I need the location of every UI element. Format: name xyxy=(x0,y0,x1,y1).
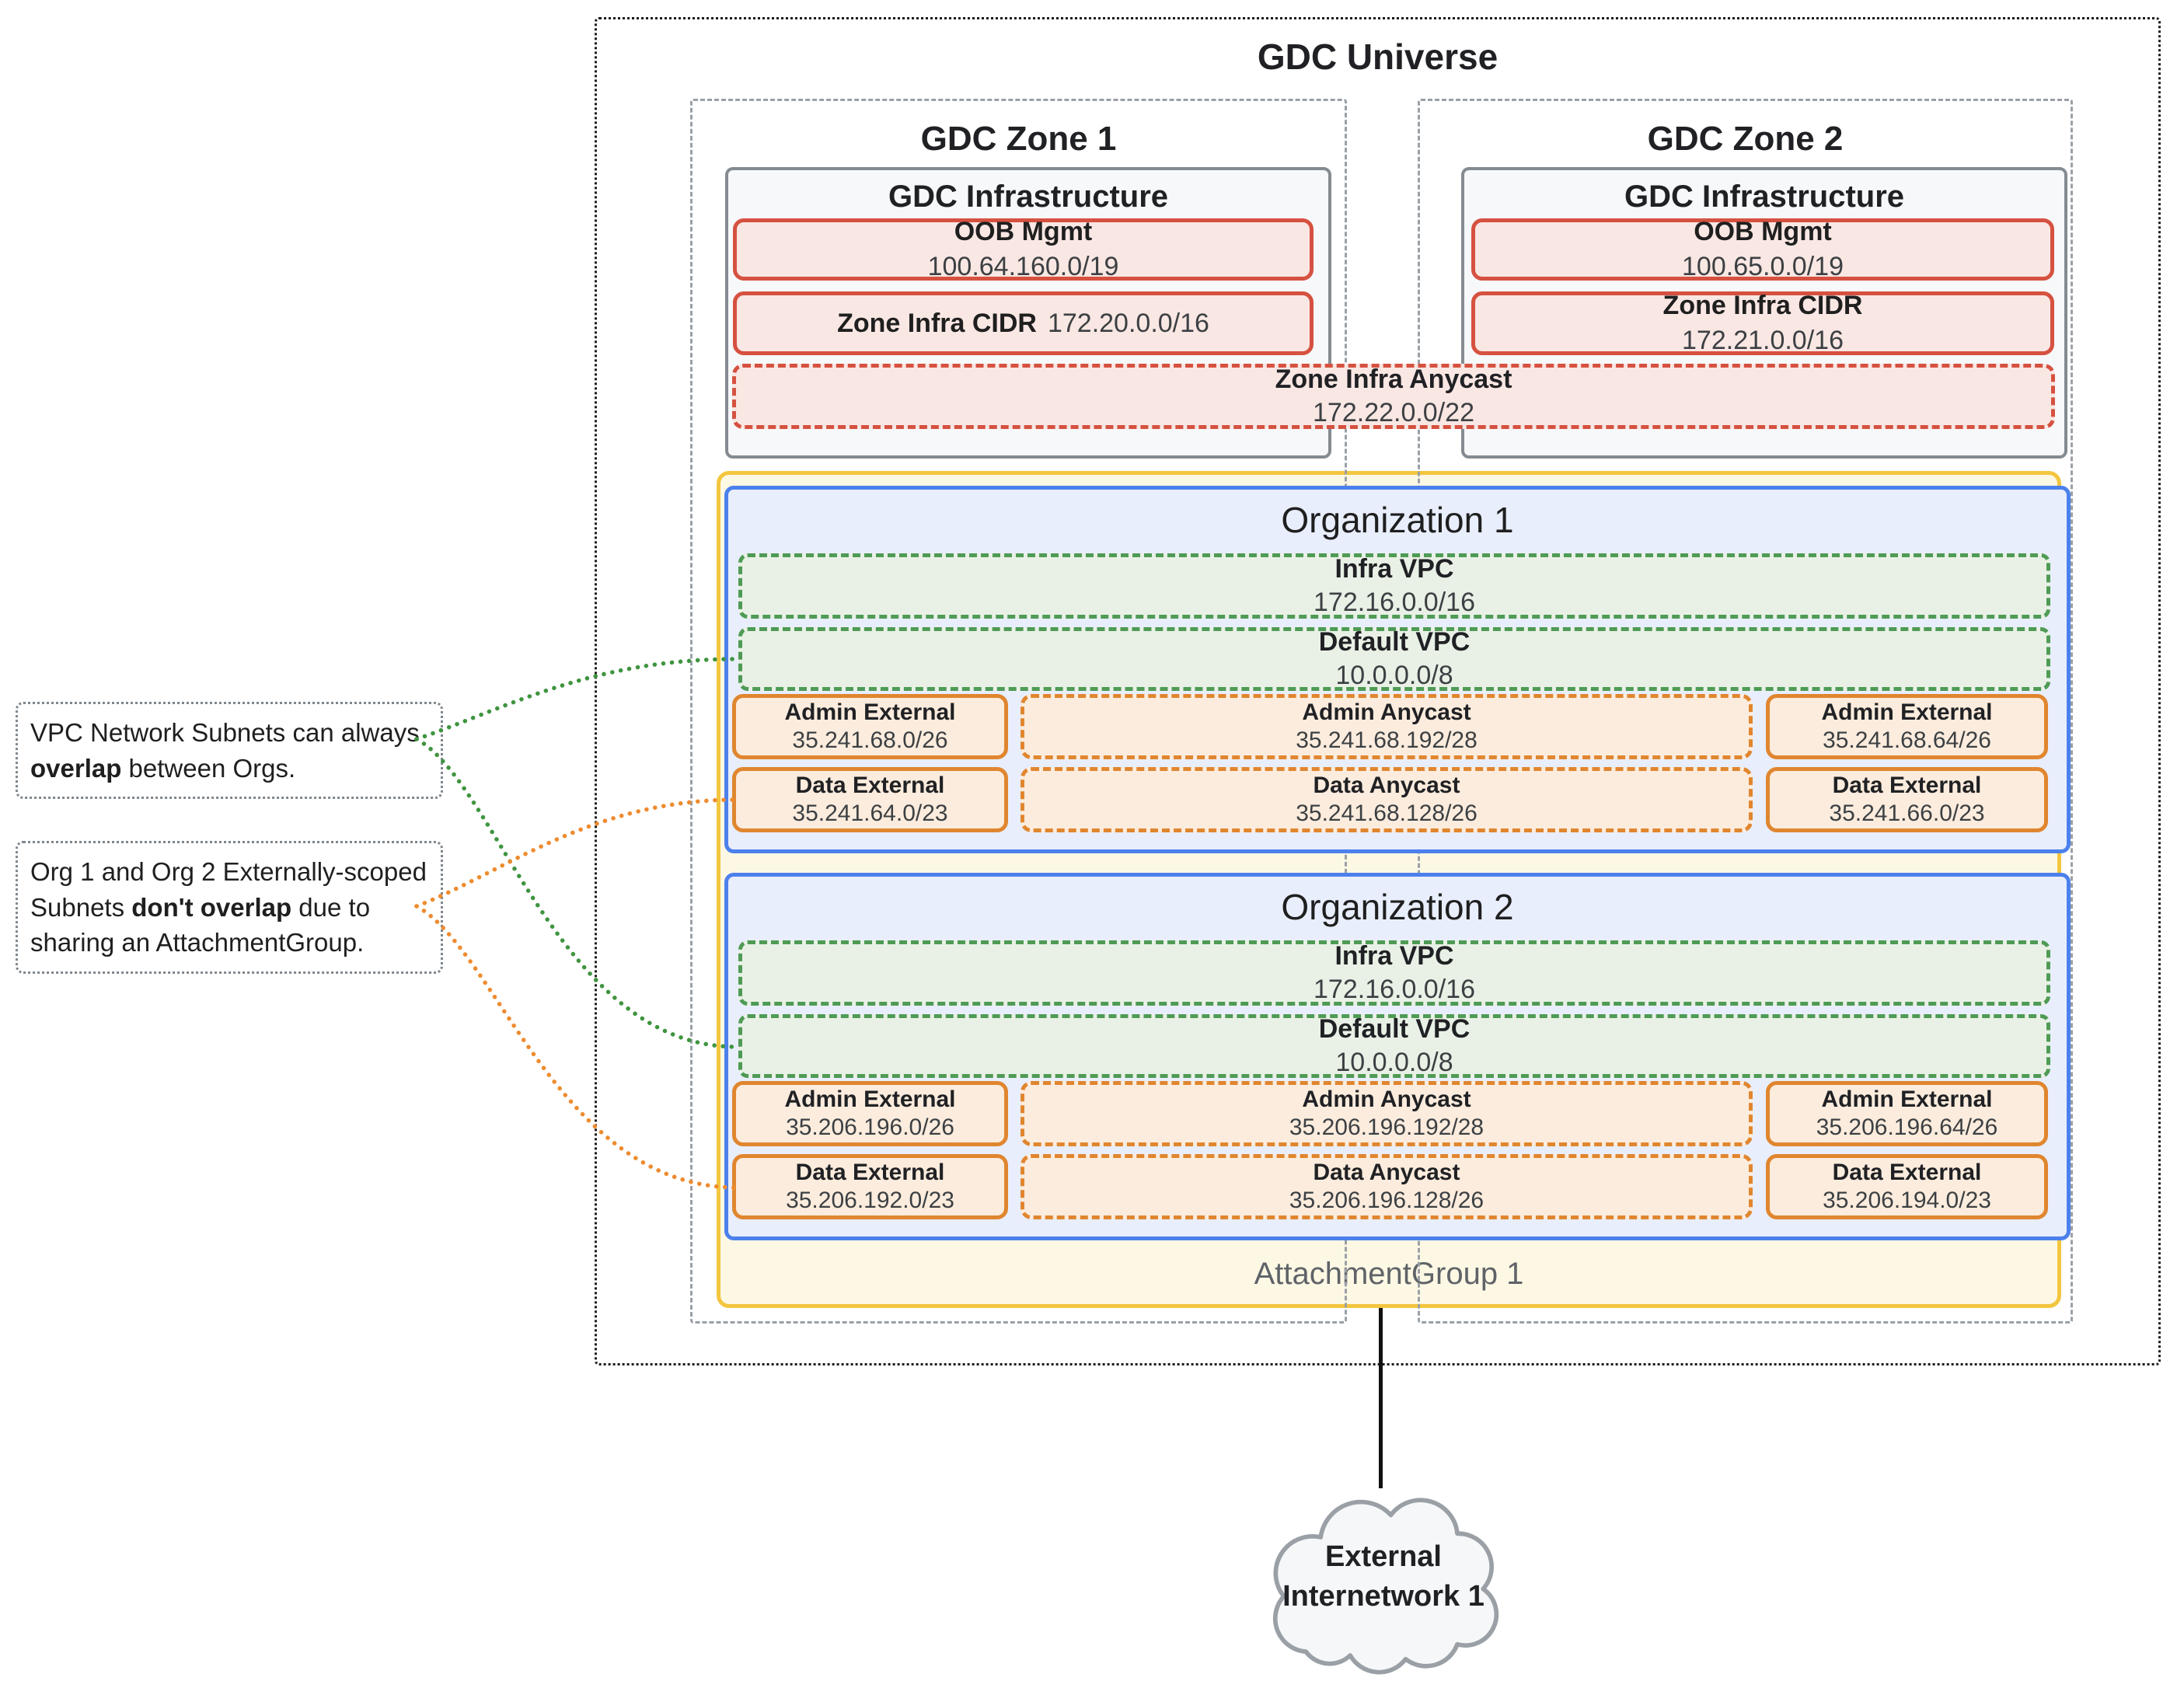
subnet-cidr: 35.241.68.128/26 xyxy=(1296,800,1478,826)
attachment-to-cloud-line xyxy=(1379,1308,1383,1488)
subnet-label: Admin Anycast xyxy=(1302,699,1471,725)
org-1-default-vpc-box: Default VPC 10.0.0.0/8 xyxy=(738,627,2050,691)
subnet-cidr: 35.206.196.192/28 xyxy=(1289,1114,1484,1140)
note-text: VPC Network Subnets can always xyxy=(30,718,420,747)
oob-cidr: 100.65.0.0/19 xyxy=(1682,252,1844,281)
org-2-data-external-left-box: Data External 35.206.192.0/23 xyxy=(732,1154,1008,1219)
subnet-cidr: 35.206.196.0/26 xyxy=(786,1114,954,1140)
annotation-no-overlap-note: Org 1 and Org 2 Externally-scoped Subnet… xyxy=(16,841,443,974)
zone-infra-anycast-cidr: 172.22.0.0/22 xyxy=(1313,398,1474,427)
org-1-admin-anycast-box: Admin Anycast 35.241.68.192/28 xyxy=(1020,694,1753,759)
note-text: Org 1 and Org 2 Externally-scoped Subnet… xyxy=(30,857,427,922)
org-1-infra-vpc-box: Infra VPC 172.16.0.0/16 xyxy=(738,553,2050,619)
subnet-label: Admin External xyxy=(784,1086,956,1112)
subnet-label: Data Anycast xyxy=(1313,1160,1460,1185)
vpc-label: Default VPC xyxy=(1318,1014,1471,1044)
subnet-cidr: 35.241.68.192/28 xyxy=(1296,727,1478,753)
vpc-label: Infra VPC xyxy=(1334,554,1454,584)
cloud-label-line1: External xyxy=(1325,1540,1442,1573)
org-2-data-anycast-box: Data Anycast 35.206.196.128/26 xyxy=(1020,1154,1753,1219)
oob-cidr: 100.64.160.0/19 xyxy=(927,252,1119,281)
subnet-label: Data External xyxy=(795,1160,945,1185)
subnet-label: Data Anycast xyxy=(1313,773,1460,798)
subnet-cidr: 35.206.196.64/26 xyxy=(1816,1114,1998,1140)
zone-infra-anycast-label: Zone Infra Anycast xyxy=(1275,364,1512,394)
vpc-cidr: 172.16.0.0/16 xyxy=(1314,975,1475,1004)
zone-1-title: GDC Zone 1 xyxy=(920,120,1117,158)
vpc-label: Default VPC xyxy=(1318,627,1471,657)
subnet-cidr: 35.241.68.64/26 xyxy=(1823,727,1991,753)
attachment-group-label: AttachmentGroup 1 xyxy=(1254,1257,1524,1291)
vpc-cidr: 172.16.0.0/16 xyxy=(1314,588,1475,617)
org-2-admin-external-right-box: Admin External 35.206.196.64/26 xyxy=(1766,1081,2048,1146)
subnet-cidr: 35.241.68.0/26 xyxy=(792,727,948,753)
organization-1-title: Organization 1 xyxy=(1281,500,1514,540)
subnet-label: Admin External xyxy=(1821,1086,1993,1112)
vpc-cidr: 10.0.0.0/8 xyxy=(1335,1048,1453,1077)
org-2-default-vpc-box: Default VPC 10.0.0.0/8 xyxy=(738,1014,2050,1078)
note-text: due to sharing an AttachmentGroup. xyxy=(30,892,371,957)
subnet-cidr: 35.206.194.0/23 xyxy=(1823,1188,1991,1213)
subnet-cidr: 35.206.192.0/23 xyxy=(786,1188,954,1213)
zone-2-title: GDC Zone 2 xyxy=(1647,120,1844,158)
org-2-infra-vpc-box: Infra VPC 172.16.0.0/16 xyxy=(738,940,2050,1006)
zone-infra-anycast-box: Zone Infra Anycast 172.22.0.0/22 xyxy=(732,364,2055,429)
org-2-admin-external-left-box: Admin External 35.206.196.0/26 xyxy=(732,1081,1008,1146)
org-1-data-external-right-box: Data External 35.241.66.0/23 xyxy=(1766,767,2048,832)
oob-label: OOB Mgmt xyxy=(1694,217,1832,246)
org-1-admin-external-left-box: Admin External 35.241.68.0/26 xyxy=(732,694,1008,759)
zone-infra-cidr-value: 172.21.0.0/16 xyxy=(1682,326,1844,355)
org-1-admin-external-right-box: Admin External 35.241.68.64/26 xyxy=(1766,694,2048,759)
note-text-bold: overlap xyxy=(30,753,122,783)
zone-2-infra-title: GDC Infrastructure xyxy=(1624,180,1905,214)
subnet-label: Admin External xyxy=(1821,699,1993,725)
zone-2-infra-cidr-box: Zone Infra CIDR 172.21.0.0/16 xyxy=(1471,291,2054,355)
note-text-bold: don't overlap xyxy=(131,892,292,922)
cloud-icon xyxy=(1272,1498,1499,1675)
cloud-label-line2: Internetwork 1 xyxy=(1282,1580,1484,1613)
zone-infra-cidr-label: Zone Infra CIDR xyxy=(1662,291,1863,320)
zone-1-infra-cidr-box: Zone Infra CIDR 172.20.0.0/16 xyxy=(733,291,1314,355)
cloud-label: External Internetwork 1 xyxy=(1236,1537,1531,1617)
org-2-data-external-right-box: Data External 35.206.194.0/23 xyxy=(1766,1154,2048,1219)
org-1-data-external-left-box: Data External 35.241.64.0/23 xyxy=(732,767,1008,832)
vpc-label: Infra VPC xyxy=(1334,941,1454,971)
subnet-cidr: 35.241.64.0/23 xyxy=(792,800,948,826)
subnet-label: Admin External xyxy=(784,699,956,725)
zone-infra-cidr-label: Zone Infra CIDR xyxy=(837,308,1037,338)
subnet-label: Data External xyxy=(795,773,945,798)
zone-1-infra-title: GDC Infrastructure xyxy=(888,180,1169,214)
subnet-cidr: 35.206.196.128/26 xyxy=(1289,1188,1484,1213)
organization-1-box: Organization 1 Infra VPC 172.16.0.0/16 D… xyxy=(724,486,2071,853)
zone-2-oob-mgmt-box: OOB Mgmt 100.65.0.0/19 xyxy=(1471,217,2054,281)
org-1-data-anycast-box: Data Anycast 35.241.68.128/26 xyxy=(1020,767,1753,832)
zone-1-oob-mgmt-box: OOB Mgmt 100.64.160.0/19 xyxy=(733,217,1314,281)
universe-title: GDC Universe xyxy=(1257,37,1498,77)
organization-2-title: Organization 2 xyxy=(1281,887,1514,927)
note-text: between Orgs. xyxy=(121,753,296,783)
zone-infra-cidr-value: 172.20.0.0/16 xyxy=(1047,308,1209,338)
organization-2-box: Organization 2 Infra VPC 172.16.0.0/16 D… xyxy=(724,873,2071,1240)
subnet-label: Data External xyxy=(1832,773,1982,798)
subnet-label: Data External xyxy=(1832,1160,1982,1185)
org-2-admin-anycast-box: Admin Anycast 35.206.196.192/28 xyxy=(1020,1081,1753,1146)
subnet-label: Admin Anycast xyxy=(1302,1086,1471,1112)
subnet-cidr: 35.241.66.0/23 xyxy=(1829,800,1985,826)
annotation-overlap-note: VPC Network Subnets can always overlap b… xyxy=(16,702,443,800)
oob-label: OOB Mgmt xyxy=(954,217,1093,246)
vpc-cidr: 10.0.0.0/8 xyxy=(1335,661,1453,690)
